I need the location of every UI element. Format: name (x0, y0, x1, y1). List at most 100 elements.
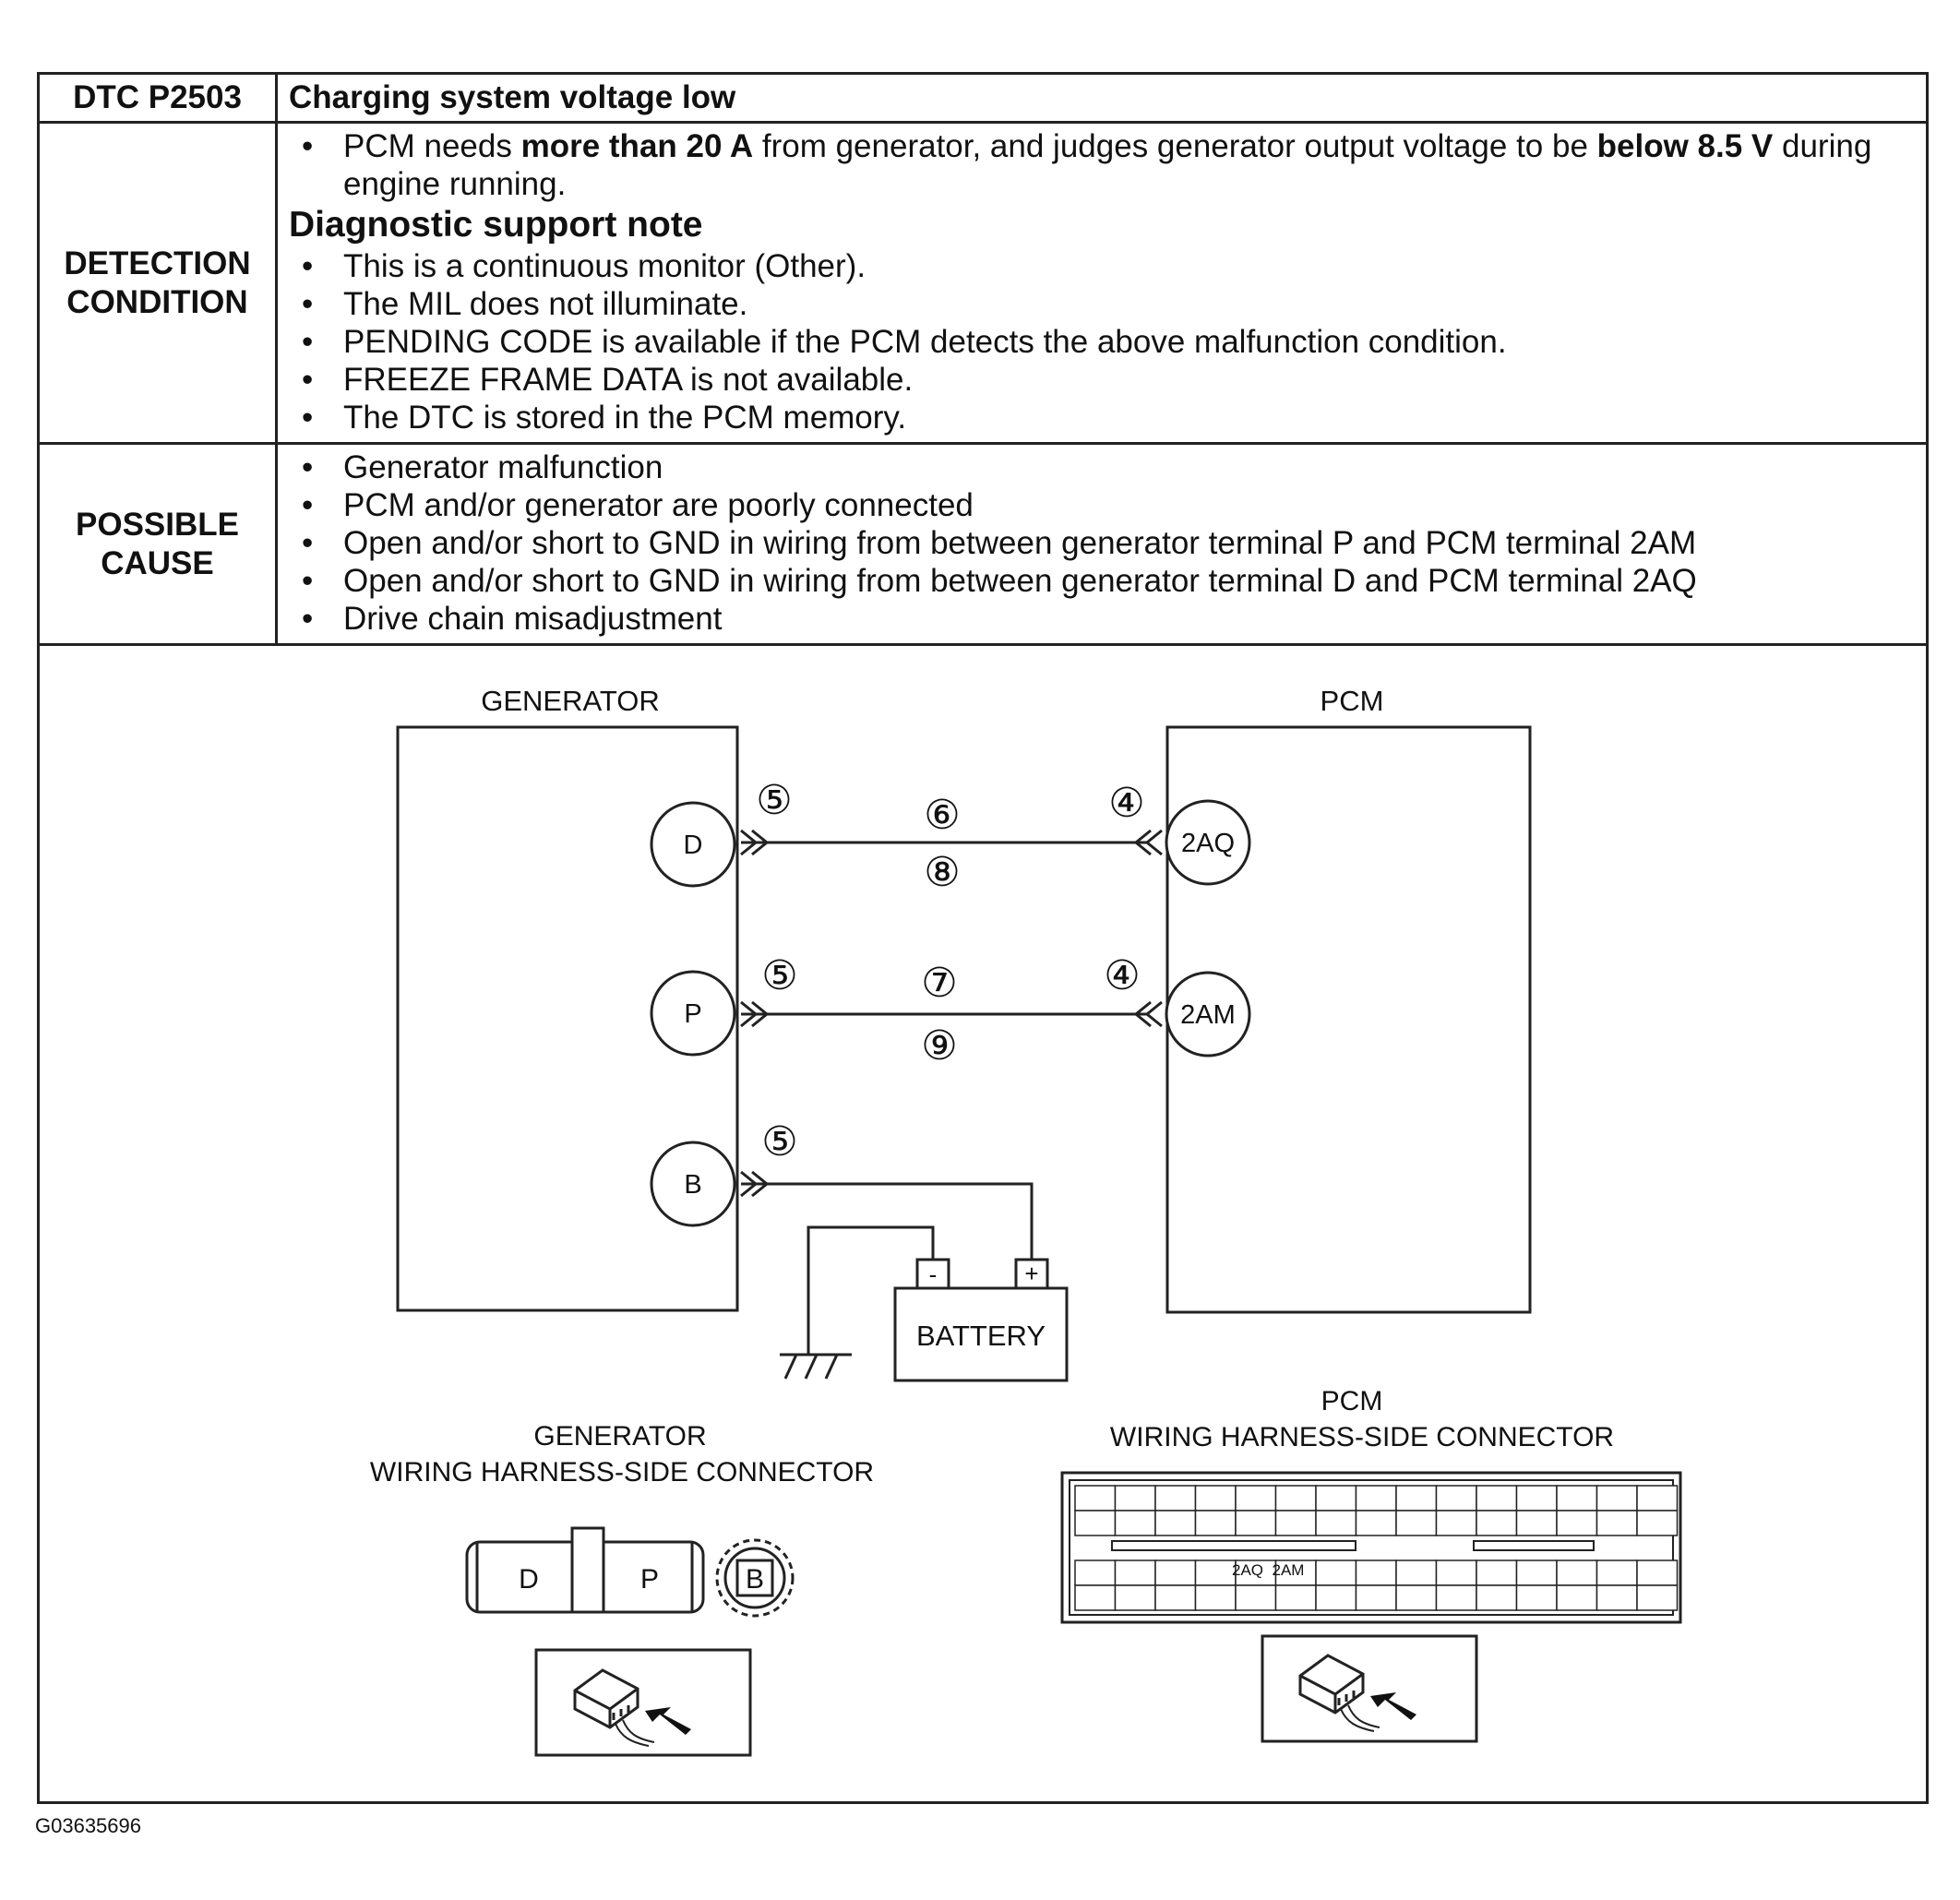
generator-terminal-d-label: D (684, 831, 703, 860)
pcm-connector-pin-cell (1074, 1559, 1117, 1586)
cause-item: Generator malfunction (291, 448, 1913, 486)
generator-terminal-b-label: B (684, 1170, 701, 1200)
pcm-label: PCM (1321, 685, 1384, 717)
diagram-cell: GENERATOR PCM D P B 2AQ 2AM (37, 643, 1929, 1804)
pcm-connector-pin-cell (1395, 1559, 1438, 1586)
pcm-connector-pin-cell (1515, 1584, 1558, 1611)
pcm-connector-pin-cell (1194, 1485, 1237, 1512)
pcm-connector-pin-2am: 2AM (1273, 1561, 1305, 1579)
pcm-connector-pin-cell (1595, 1510, 1638, 1536)
pcm-connector-pin-cell (1355, 1485, 1397, 1512)
pcm-connector-pin-cell (1194, 1584, 1237, 1611)
detection-threshold-current: more than 20 A (520, 128, 754, 164)
pcm-connector-pin-cell (1476, 1559, 1518, 1586)
battery-label: BATTERY (916, 1320, 1046, 1352)
detection-list: PCM needs more than 20 A from generator,… (291, 127, 1913, 203)
step-5-d: ⑤ (756, 778, 792, 823)
detection-label-line2: CONDITION (66, 283, 248, 320)
pcm-connector-pin-cell (1315, 1584, 1357, 1611)
pcm-connector-pin-cell (1435, 1559, 1477, 1586)
connector-chevron-b (740, 1170, 770, 1198)
note-item: PENDING CODE is available if the PCM det… (291, 323, 1913, 361)
generator-connector-subtitle: WIRING HARNESS-SIDE CONNECTOR (370, 1457, 874, 1488)
pcm-connector-subtitle: WIRING HARNESS-SIDE CONNECTOR (1110, 1422, 1614, 1452)
diagnostic-note-title: Diagnostic support note (289, 205, 703, 245)
dtc-code: DTC P2503 (37, 72, 278, 124)
ground-hatch (783, 1354, 839, 1380)
step-8: ⑧ (924, 850, 960, 895)
pcm-connector-pin-cell (1194, 1510, 1237, 1536)
generator-b-terminal-outline (715, 1538, 795, 1618)
battery-positive-terminal (1014, 1258, 1049, 1290)
pcm-connector-pin-cell (1114, 1485, 1156, 1512)
note-item: The MIL does not illuminate. (291, 285, 1913, 323)
harness-view-icon (573, 1668, 691, 1747)
pcm-connector-pin-cell (1595, 1485, 1638, 1512)
detection-body: PCM needs more than 20 A from generator,… (275, 121, 1929, 445)
step-7: ⑦ (921, 961, 957, 1006)
pcm-connector-pin-cell (1435, 1485, 1477, 1512)
pcm-connector-pin-cell (1355, 1510, 1397, 1536)
detection-label-line1: DETECTION (64, 245, 251, 281)
note-item: The DTC is stored in the PCM memory. (291, 399, 1913, 436)
dtc-table: DTC P2503 Charging system voltage low DE… (37, 72, 1929, 1804)
generator-b-terminal (735, 1559, 774, 1597)
detection-text-c: from generator, and judges generator out… (753, 128, 1597, 164)
pcm-connector-pin-cell (1235, 1510, 1277, 1536)
detection-text-e: during engine running. (343, 128, 1872, 202)
pcm-connector-pin-cell (1515, 1485, 1558, 1512)
pcm-connector-pin-cell (1315, 1485, 1357, 1512)
pcm-connector-pin-cell (1154, 1510, 1197, 1536)
pcm-connector-pin-cell (1274, 1485, 1317, 1512)
cause-item: Drive chain misadjustment (291, 600, 1913, 638)
pcm-connector-pin-cell (1315, 1559, 1357, 1586)
generator-terminal-p-label: P (684, 999, 701, 1029)
pcm-connector-pin-cell (1074, 1510, 1117, 1536)
pcm-connector-pin-cell (1074, 1584, 1117, 1611)
cause-item: Open and/or short to GND in wiring from … (291, 562, 1913, 600)
pcm-connector-pin-cell (1154, 1559, 1197, 1586)
possible-cause-body: Generator malfunction PCM and/or generat… (275, 442, 1929, 646)
pcm-connector-pin-cell (1435, 1510, 1477, 1536)
generator-box (396, 725, 739, 1312)
pcm-connector-pin-cell (1194, 1559, 1237, 1586)
possible-cause-label-line1: POSSIBLE (76, 506, 239, 543)
pcm-terminal-2aq (1165, 799, 1251, 886)
diagnostic-note-list: This is a continuous monitor (Other). Th… (291, 247, 1913, 436)
pcm-connector-pin-cell (1315, 1510, 1357, 1536)
pcm-connector-pin-cell (1636, 1485, 1679, 1512)
generator-view-icon-frame (534, 1648, 752, 1757)
diagram-row: GENERATOR PCM D P B 2AQ 2AM (37, 643, 1929, 1804)
wiring-diagram: GENERATOR PCM D P B 2AQ 2AM (370, 685, 1682, 1757)
pcm-connector-pin-cell (1395, 1485, 1438, 1512)
possible-cause-label-line2: CAUSE (101, 544, 214, 581)
pcm-connector-pin-cell (1636, 1584, 1679, 1611)
detection-threshold-voltage: below 8.5 V (1596, 128, 1774, 164)
generator-connector-latch (570, 1526, 605, 1614)
pcm-connector-pin-cell (1395, 1510, 1438, 1536)
pcm-connector-pin-cell (1556, 1485, 1598, 1512)
pcm-connector-pin-cell (1595, 1559, 1638, 1586)
step-6: ⑥ (924, 793, 960, 838)
note-item: This is a continuous monitor (Other). (291, 247, 1913, 285)
connector-chevron-p (740, 1000, 770, 1028)
pcm-connector-title: PCM (1321, 1386, 1383, 1416)
pcm-connector-key-left (1111, 1540, 1356, 1551)
pcm-terminal-2am (1165, 971, 1251, 1058)
possible-cause-row: POSSIBLE CAUSE Generator malfunction PCM… (37, 442, 1929, 646)
wire-b-battery (741, 1182, 1034, 1260)
generator-connector-title: GENERATOR (533, 1421, 706, 1452)
pcm-connector-pin-cell (1274, 1510, 1317, 1536)
pcm-connector-pin-cell (1435, 1584, 1477, 1611)
generator-b-terminal-ring (723, 1547, 786, 1609)
generator-terminal-p (650, 970, 736, 1057)
header-row: DTC P2503 Charging system voltage low (37, 72, 1929, 124)
connector-chevron-d (740, 829, 770, 856)
generator-connector-pin-d: D (519, 1564, 539, 1595)
pcm-view-icon-frame (1261, 1634, 1478, 1743)
pcm-connector-pin-cell (1515, 1510, 1558, 1536)
pcm-connector-pin-cell (1154, 1584, 1197, 1611)
pcm-connector-pin-cell (1556, 1559, 1598, 1586)
battery-positive-label: + (1024, 1260, 1038, 1287)
battery (893, 1286, 1069, 1382)
